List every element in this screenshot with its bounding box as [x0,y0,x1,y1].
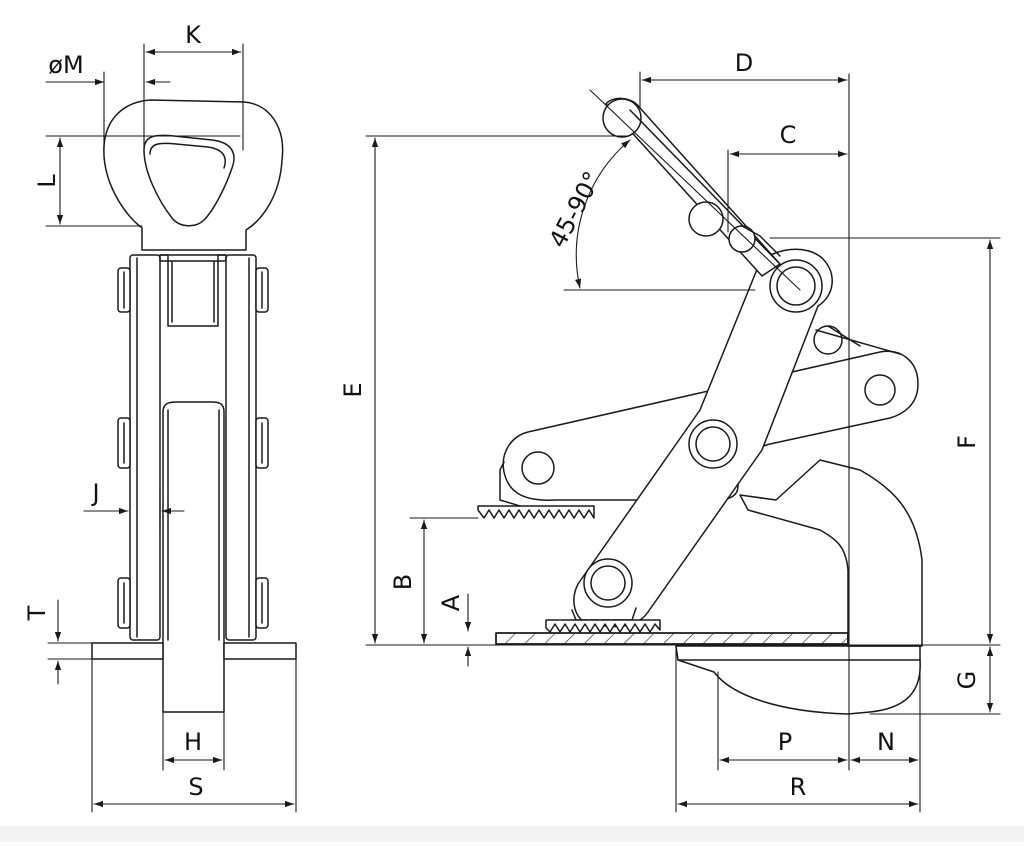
reference-lines [45,43,1001,813]
lower-teeth [545,619,661,633]
label-K: K [185,21,202,49]
arm-pivot-right [864,374,896,406]
label-H: H [184,728,202,756]
base-flange-right [223,642,297,660]
left-side-plate [129,254,161,641]
handle-pin-2 [728,225,756,253]
label-A: A [437,594,465,611]
label-R: R [790,773,807,801]
dimension-lines [45,48,994,808]
side-view [477,97,923,715]
shackle-neck [159,254,227,327]
label-G: G [953,671,981,690]
label-N: N [877,728,895,756]
base-flange-left [91,642,164,660]
handle-pin-1 [688,201,724,237]
label-E: E [339,382,367,397]
right-side-plate [225,254,257,641]
body-frame [739,459,923,647]
label-D: D [735,49,753,77]
label-M: øM [48,51,83,79]
cam-body [162,401,225,713]
handle-knob [602,98,642,138]
upper-teeth [477,505,595,519]
bottom-band [0,826,1024,842]
label-S: S [188,773,203,801]
label-F: F [953,435,981,449]
lower-jaw [675,645,921,715]
label-L: L [33,174,61,188]
eye-hole-inner [149,142,226,169]
front-view [91,99,297,713]
label-angle: 45-90° [544,167,607,252]
bolt-heads [117,267,269,629]
arm-pivot-left [521,451,555,485]
clamped-plate [495,632,849,645]
label-P: P [778,728,792,756]
label-T: T [23,605,51,621]
label-C: C [780,121,797,149]
label-B: B [389,574,417,590]
label-J: J [90,479,99,507]
